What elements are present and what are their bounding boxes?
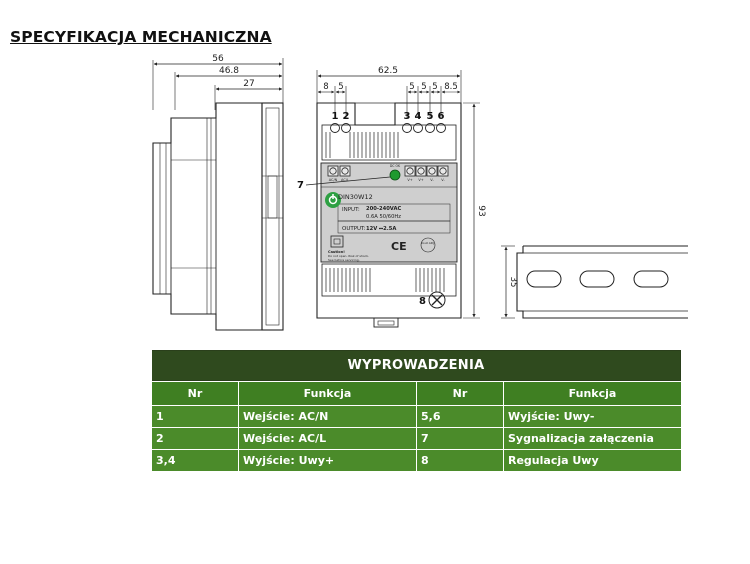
input-value-2: 0.6A 50/60Hz bbox=[366, 214, 401, 220]
table-cell-nr: 5,6 bbox=[416, 405, 503, 427]
pin-label-5: 5 bbox=[427, 111, 434, 122]
mechanical-drawings: 56 46.8 27 62.5 8 5 5 5 5 8.5 93 bbox=[152, 54, 688, 331]
header-nr-2: Nr bbox=[416, 381, 503, 405]
table-cell-nr: 7 bbox=[416, 427, 503, 449]
terminal-label-2: AC/L bbox=[341, 178, 349, 182]
model-name: DIN30W12 bbox=[338, 193, 373, 201]
table-cell-funkcja: Wyjście: Uwy- bbox=[503, 405, 681, 427]
side-dim-inner: 27 bbox=[243, 79, 254, 89]
output-label: OUTPUT: bbox=[342, 226, 366, 232]
table-cell-nr: 2 bbox=[152, 427, 238, 449]
header-nr-1: Nr bbox=[152, 381, 238, 405]
table-cell-funkcja: Wejście: AC/L bbox=[238, 427, 416, 449]
caution-line-1: Do not open. Risk of shock. bbox=[328, 254, 369, 258]
caution-line-2: See before servicing. bbox=[328, 258, 360, 262]
terminal-label-6: V- bbox=[441, 178, 445, 182]
table-cell-funkcja: Regulacja Uwy bbox=[503, 449, 681, 471]
caution-title: Caution! bbox=[328, 250, 345, 254]
pin-label-4: 4 bbox=[415, 111, 422, 122]
led-callout-number: 7 bbox=[297, 180, 304, 191]
header-funkcja-2: Funkcja bbox=[503, 381, 681, 405]
front-dim-width: 62.5 bbox=[378, 66, 398, 76]
page-title: SPECYFIKACJA MECHANICZNA bbox=[10, 28, 272, 46]
table-cell-nr: 1 bbox=[152, 405, 238, 427]
front-dim-top-5: 5 bbox=[432, 82, 437, 92]
side-dim-total: 56 bbox=[212, 54, 224, 64]
led-label: DC OK bbox=[390, 164, 401, 168]
front-view-dimensions bbox=[316, 70, 480, 319]
table-cell-funkcja: Sygnalizacja załączenia bbox=[503, 427, 681, 449]
table-cell-funkcja: Wyjście: Uwy+ bbox=[238, 449, 416, 471]
pin-label-3: 3 bbox=[404, 111, 411, 122]
pin-label-1: 1 bbox=[332, 111, 339, 122]
side-view-drawing bbox=[152, 58, 284, 331]
input-value-1: 200-240VAC bbox=[366, 206, 401, 212]
terminal-label-3: V+ bbox=[407, 178, 412, 182]
table-row: 3,4 Wyjście: Uwy+ 8 Regulacja Uwy bbox=[152, 449, 681, 471]
table-cell-funkcja: Wejście: AC/N bbox=[238, 405, 416, 427]
table-title: WYPROWADZENIA bbox=[152, 350, 681, 381]
table-cell-nr: 8 bbox=[416, 449, 503, 471]
table-row: 1 Wejście: AC/N 5,6 Wyjście: Uwy- bbox=[152, 405, 681, 427]
table-cell-nr: 3,4 bbox=[152, 449, 238, 471]
terminal-label-4: V+ bbox=[418, 178, 423, 182]
pin-assignment-table: WYPROWADZENIA Nr Funkcja Nr Funkcja 1 We… bbox=[152, 350, 681, 471]
front-dim-top-1: 8 bbox=[323, 82, 328, 92]
front-dim-top-6: 8.5 bbox=[444, 82, 458, 92]
brand-logo bbox=[325, 192, 341, 208]
pin-label-2: 2 bbox=[343, 111, 350, 122]
front-view-drawing bbox=[305, 102, 462, 328]
input-label: INPUT: bbox=[342, 207, 360, 213]
pin-label-6: 6 bbox=[438, 111, 445, 122]
front-dim-top-2: 5 bbox=[338, 82, 343, 92]
terminal-label-1: AC/N bbox=[329, 178, 338, 182]
rail-dim-height: 35 bbox=[508, 277, 518, 288]
rail-view-drawing bbox=[501, 245, 688, 319]
vout-adj-label: Vout ADJ. bbox=[421, 241, 435, 245]
front-dim-top-4: 5 bbox=[421, 82, 426, 92]
ce-mark: CE bbox=[391, 240, 407, 253]
output-value: 12V ⎓2.5A bbox=[366, 226, 396, 232]
led-indicator bbox=[389, 169, 401, 181]
side-dim-mid: 46.8 bbox=[219, 66, 239, 76]
front-dim-top-3: 5 bbox=[409, 82, 414, 92]
pot-callout-number: 8 bbox=[419, 296, 426, 307]
table-row: 2 Wejście: AC/L 7 Sygnalizacja załączeni… bbox=[152, 427, 681, 449]
front-dim-height: 93 bbox=[476, 205, 486, 216]
terminal-label-5: V- bbox=[430, 178, 434, 182]
header-funkcja-1: Funkcja bbox=[238, 381, 416, 405]
